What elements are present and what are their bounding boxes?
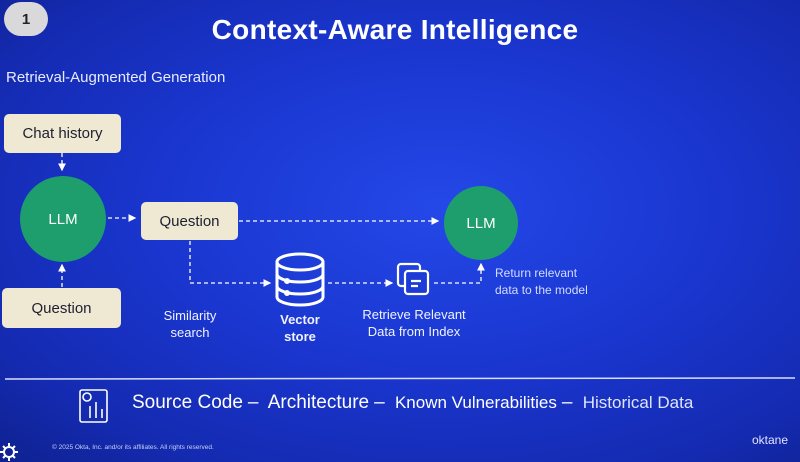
label-line: Vector	[280, 312, 320, 327]
similarity-search-label: Similarity search	[150, 307, 230, 341]
retrieve-label: Retrieve Relevant Data from Index	[355, 306, 473, 340]
llm-node-left: LLM	[20, 176, 106, 262]
historical-data-item: Historical Data	[582, 393, 694, 412]
question-node-middle: Question	[141, 202, 238, 240]
chat-history-node: Chat history	[4, 114, 121, 153]
slide-number-badge: 1	[4, 2, 48, 36]
separator: –	[374, 392, 385, 413]
known-vulnerabilities-item: Known Vulnerabilities	[394, 393, 557, 412]
label-line: Data from Index	[367, 324, 461, 339]
dashboard-chart-icon	[79, 389, 108, 423]
data-sources-line: Source Code– Architecture– Known Vulnera…	[132, 392, 698, 414]
return-relevant-label: Return relevant data to the model	[495, 265, 588, 299]
slide-subtitle: Retrieval-Augmented Generation	[6, 69, 226, 86]
architecture-item: Architecture	[267, 392, 370, 413]
label-line: data to the model	[495, 283, 588, 297]
arrow-question-to-vector	[189, 241, 272, 287]
label-line: Similarity	[163, 308, 217, 323]
label-line: Return relevant	[495, 266, 578, 280]
brand-logo: oktane	[752, 433, 789, 447]
question-node-bottom: Question	[2, 288, 121, 328]
separator: –	[561, 392, 573, 413]
label-line: Retrieve Relevant	[362, 307, 466, 322]
document-copy-icon	[396, 262, 430, 296]
vector-store-label: Vector store	[265, 311, 335, 345]
arrow-index-to-llm	[434, 262, 485, 284]
llm-node-right: LLM	[444, 186, 518, 260]
separator: –	[247, 392, 259, 413]
label-line: search	[170, 325, 210, 340]
okta-sunburst-logo	[0, 443, 18, 461]
source-code-item: Source Code	[132, 392, 243, 413]
copyright: © 2025 Okta, Inc. and/or its affiliates.…	[52, 444, 214, 451]
label-line: store	[284, 329, 316, 344]
slide-title: Context-Aware Intelligence	[211, 14, 579, 45]
divider	[4, 377, 796, 380]
database-icon	[275, 252, 325, 307]
